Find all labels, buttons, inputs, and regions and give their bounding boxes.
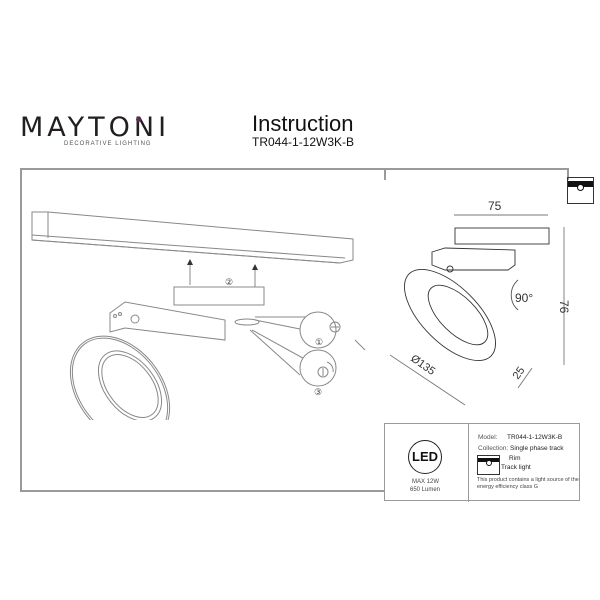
type-label: Track light	[501, 464, 531, 471]
thickness-dimension: 25	[511, 365, 528, 382]
frame-right-tick	[567, 168, 569, 180]
installation-diagram: ② ① ③	[31, 211, 366, 420]
max-power: MAX 12W	[412, 479, 440, 485]
frame-top	[20, 168, 568, 170]
lumen-output: 650 Lumen	[410, 487, 441, 493]
frame-left	[20, 168, 22, 491]
diameter-dimension: Ø135	[408, 353, 437, 378]
step-1-label: ①	[315, 337, 323, 347]
width-dimension: 75	[488, 199, 502, 213]
track-icon-small	[477, 455, 500, 475]
spec-table	[384, 423, 580, 502]
dimensions-diagram: 75 90° 76 Ø135 25	[390, 199, 571, 406]
track-type-icon	[567, 177, 594, 204]
energy-note: This product contains a light source of …	[477, 477, 579, 490]
model-label: Model:	[478, 434, 498, 441]
collection-label: Collection:	[478, 445, 509, 452]
frame-bottom	[20, 490, 384, 492]
brand-logo-dot	[136, 117, 141, 122]
model-code: TR044-1-12W3K-B	[252, 135, 355, 149]
page-title: Instruction	[252, 111, 354, 136]
height-dimension: 76	[557, 300, 571, 314]
step-2-label: ②	[225, 277, 233, 287]
rim-label: Rim	[509, 455, 521, 462]
collection-value: Single phase track	[510, 445, 564, 452]
led-badge: LED	[408, 440, 442, 474]
brand-logo: MAYTONI	[20, 112, 171, 143]
rotation-angle: 90°	[515, 291, 533, 305]
model-value: TR044-1-12W3K-B	[507, 434, 563, 441]
brand-tagline: DECORATIVE LIGHTING	[64, 141, 152, 147]
step-3-label: ③	[314, 387, 322, 397]
frame-divider	[384, 168, 386, 180]
